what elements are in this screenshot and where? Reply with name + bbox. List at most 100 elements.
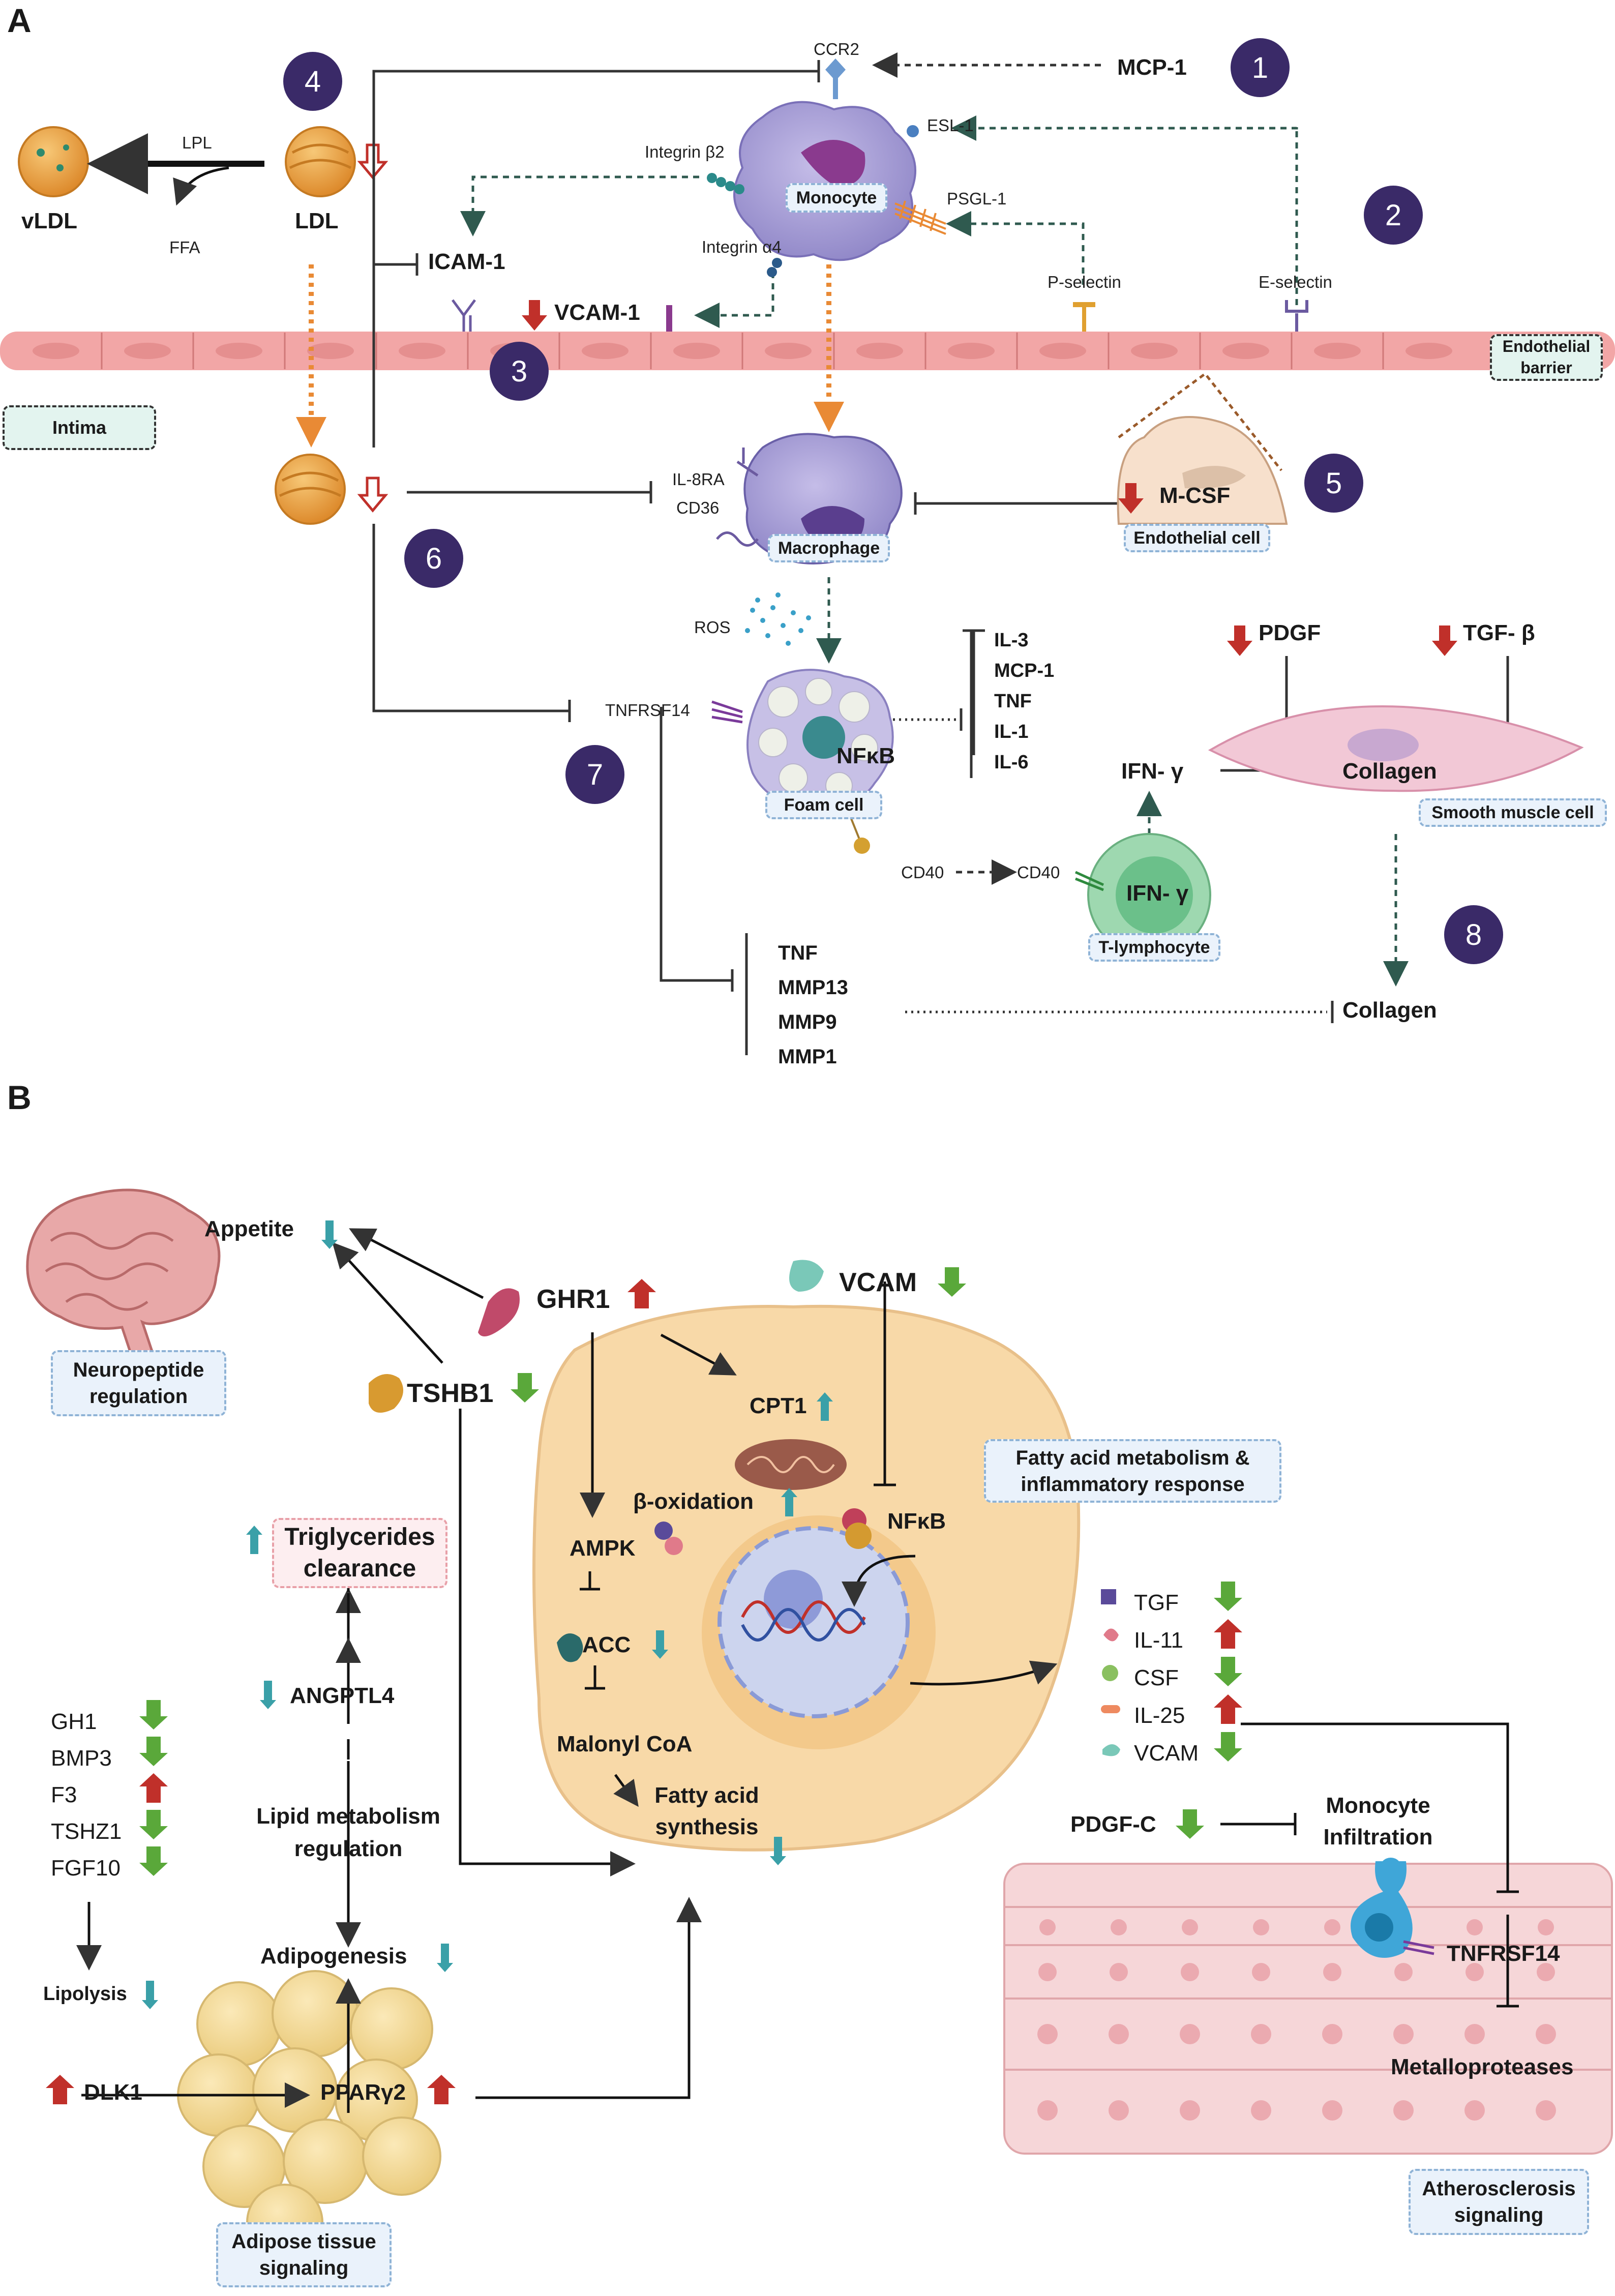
ifng-label: IFN- γ <box>1121 759 1184 784</box>
gene-bmp3: BMP3 <box>51 1746 112 1771</box>
ldl-label: LDL <box>295 208 339 233</box>
cpt1-up-arrow-icon <box>817 1392 833 1421</box>
ghr1-label: GHR1 <box>536 1285 610 1314</box>
esl1-label: ESL-1 <box>927 116 974 135</box>
ldl-intima-icon <box>275 454 346 525</box>
lipid-metabolism-regulation-label: Lipid metabolism regulation <box>256 1804 440 1861</box>
neuropeptide-regulation-label: Neuropeptide regulation <box>51 1350 226 1416</box>
fatty-acid-synthesis-label: Fatty acid synthesis <box>654 1783 759 1839</box>
factor-tgf: TGF <box>1134 1590 1179 1615</box>
t-lymphocyte-label: T-lymphocyte <box>1088 933 1220 962</box>
vcam1-down-arrow-icon <box>522 300 547 331</box>
malonyl-coa-label: Malonyl CoA <box>557 1732 693 1756</box>
step-number-1: 1 <box>1231 38 1290 97</box>
cd40-label-left: CD40 <box>901 863 944 882</box>
endothelial-cell-label: Endothelial cell <box>1124 524 1270 552</box>
collagen-label-bottom: Collagen <box>1342 998 1437 1023</box>
foam-cell-icon <box>746 669 894 811</box>
macrophage-label: Macrophage <box>768 534 890 562</box>
adipose-tissue-signaling-label: Adipose tissue signaling <box>216 2222 392 2287</box>
triglycerides-up-arrow-icon <box>246 1526 262 1554</box>
esl1-receptor-icon <box>907 125 919 137</box>
cytokine-list: IL-3 MCP-1 TNF IL-1 IL-6 <box>994 630 1054 782</box>
dlk1-label: DLK1 <box>84 2080 142 2105</box>
mmp-13: MMP13 <box>778 976 848 999</box>
factor-up-arrow-icon <box>1214 1619 1242 1649</box>
step-number-5: 5 <box>1304 454 1363 513</box>
vcam-small-icon <box>1102 1744 1120 1756</box>
csf-icon <box>1102 1665 1118 1681</box>
ccr2-receptor-icon <box>825 58 846 99</box>
icam1-receptor-icon <box>451 299 476 332</box>
collagen-label-top: Collagen <box>1342 759 1437 784</box>
endothelial-cell-icon <box>1117 372 1288 525</box>
adipogenesis-down-arrow-icon <box>437 1944 453 1972</box>
cd40-label-right: CD40 <box>1017 863 1060 882</box>
ldl-particle-icon <box>285 126 356 197</box>
cd40-ligand-icon <box>848 813 870 854</box>
cytokine-il6: IL-6 <box>994 752 1029 773</box>
pdgf-label: PDGF <box>1259 620 1321 645</box>
mmp-9: MMP9 <box>778 1011 837 1033</box>
gene-gh1: GH1 <box>51 1709 97 1734</box>
triglycerides-clearance-label: Triglycerides clearance <box>272 1518 447 1588</box>
ghr1-up-arrow-icon <box>627 1279 656 1308</box>
smooth-muscle-cell-label: Smooth muscle cell <box>1419 798 1607 827</box>
vcam1-label: VCAM-1 <box>554 300 640 325</box>
vcam-label: VCAM <box>839 1268 917 1297</box>
ros-particles-icon <box>745 592 811 646</box>
factor-down-arrow-icon <box>1214 1732 1242 1762</box>
adipogenesis-label: Adipogenesis <box>260 1944 407 1969</box>
vcam1-receptor-icon <box>666 305 672 332</box>
acc-down-arrow-icon <box>652 1630 668 1659</box>
lpl-label: LPL <box>182 133 212 152</box>
integrin-b2-label: Integrin β2 <box>645 142 725 161</box>
monocyte-label: Monocyte <box>786 183 887 213</box>
foam-cell-label: Foam cell <box>765 791 882 819</box>
pparg2-up-arrow-icon <box>427 2075 456 2104</box>
ccr2-label: CCR2 <box>814 40 859 58</box>
endothelial-barrier-label: Endothelial barrier <box>1490 334 1603 381</box>
integrin-b2-icon <box>707 173 744 194</box>
pdgfc-label: PDGF-C <box>1070 1812 1156 1837</box>
fa-synthesis-down-arrow-icon <box>770 1837 786 1865</box>
ghr1-protein-icon <box>478 1288 520 1336</box>
integrin-a4-label: Integrin α4 <box>702 237 782 256</box>
secreted-factor-list: TGF IL-11 CSF IL-25 VCAM <box>1134 1584 1199 1772</box>
mmp-list: TNF MMP13 MMP9 MMP1 <box>778 936 848 1068</box>
appetite-label: Appetite <box>204 1216 294 1241</box>
ffa-label: FFA <box>169 238 200 257</box>
pdgf-down-arrow-icon <box>1227 625 1252 656</box>
step-number-4: 4 <box>283 52 342 111</box>
e-selectin-label: E-selectin <box>1259 273 1332 291</box>
gene-down-arrow-icon <box>139 1700 168 1730</box>
brain-icon <box>26 1188 221 1361</box>
step-number-8: 8 <box>1444 905 1503 964</box>
ampk-protein-icon <box>654 1522 683 1555</box>
tgfb-down-arrow-icon <box>1432 625 1457 656</box>
arterial-tissue-icon <box>1003 1863 1613 2155</box>
angptl4-label: ANGPTL4 <box>290 1683 395 1708</box>
cytokine-il3: IL-3 <box>994 630 1029 651</box>
fatty-acid-metabolism-label: Fatty acid metabolism & inflammatory res… <box>984 1439 1281 1503</box>
panel-label-a: A <box>7 2 32 39</box>
acc-label: ACC <box>582 1632 631 1657</box>
factor-il25: IL-25 <box>1134 1703 1185 1728</box>
mmp-tnf: TNF <box>778 942 818 964</box>
gene-up-arrow-icon <box>139 1773 168 1803</box>
il25-icon <box>1101 1705 1120 1713</box>
cpt1-label: CPT1 <box>750 1393 807 1418</box>
factor-csf: CSF <box>1134 1665 1179 1690</box>
central-adipocyte-icon <box>532 1304 1081 1852</box>
ampk-label: AMPK <box>570 1536 636 1561</box>
atherosclerosis-signaling-label: Atherosclerosis signaling <box>1409 2169 1589 2235</box>
mcsf-down-arrow-icon <box>1118 483 1144 514</box>
psgl1-label: PSGL-1 <box>947 189 1007 208</box>
lipolysis-down-arrow-icon <box>142 1981 158 2009</box>
step-number-6: 6 <box>404 529 463 588</box>
pparg2-label: PPARγ2 <box>320 2080 406 2105</box>
vcam-protein-icon <box>789 1260 824 1292</box>
mcp1-label: MCP-1 <box>1117 55 1187 80</box>
vldl-label: vLDL <box>21 208 77 233</box>
